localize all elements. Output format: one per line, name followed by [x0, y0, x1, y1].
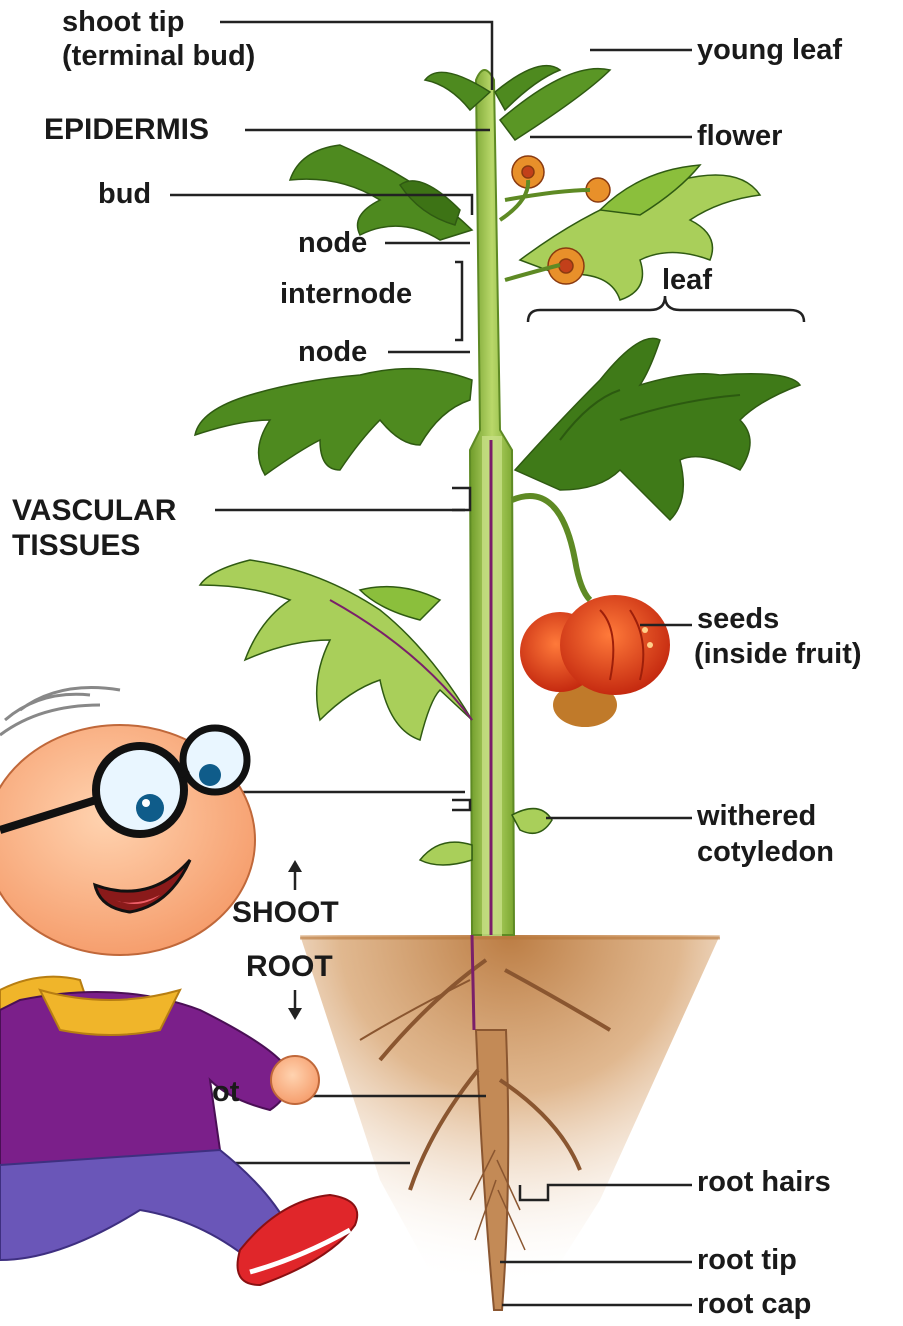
label-cotyledon: cotyledon [697, 836, 834, 869]
label-terminal-bud: (terminal bud) [62, 40, 255, 73]
label-seeds: seeds [697, 603, 779, 636]
label-bud: bud [98, 178, 151, 211]
label-shoot: SHOOT [232, 896, 339, 929]
label-vascular: VASCULAR [12, 494, 176, 527]
label-root-cap: root cap [697, 1288, 811, 1321]
label-node-upper: node [298, 227, 367, 260]
label-root: ROOT [246, 950, 333, 983]
label-epidermis: EPIDERMIS [44, 113, 209, 146]
soil [300, 935, 720, 1326]
cartoon-boy [0, 688, 357, 1286]
label-shoot-tip: shoot tip [62, 6, 184, 39]
label-flower: flower [697, 120, 782, 153]
label-root-tip: root tip [697, 1244, 797, 1277]
label-root-hairs: root hairs [697, 1166, 831, 1199]
label-node-lower: node [298, 336, 367, 369]
label-partial: ot [212, 1076, 239, 1109]
label-tissues: TISSUES [12, 529, 140, 562]
tomato-fruit [512, 496, 670, 727]
label-withered: withered [697, 800, 816, 833]
label-inside-fruit: (inside fruit) [694, 638, 862, 671]
shoot-tip-text: shoot tip [62, 6, 184, 39]
label-leaf: leaf [662, 264, 712, 297]
label-young-leaf: young leaf [697, 34, 842, 67]
label-internode: internode [280, 278, 412, 311]
